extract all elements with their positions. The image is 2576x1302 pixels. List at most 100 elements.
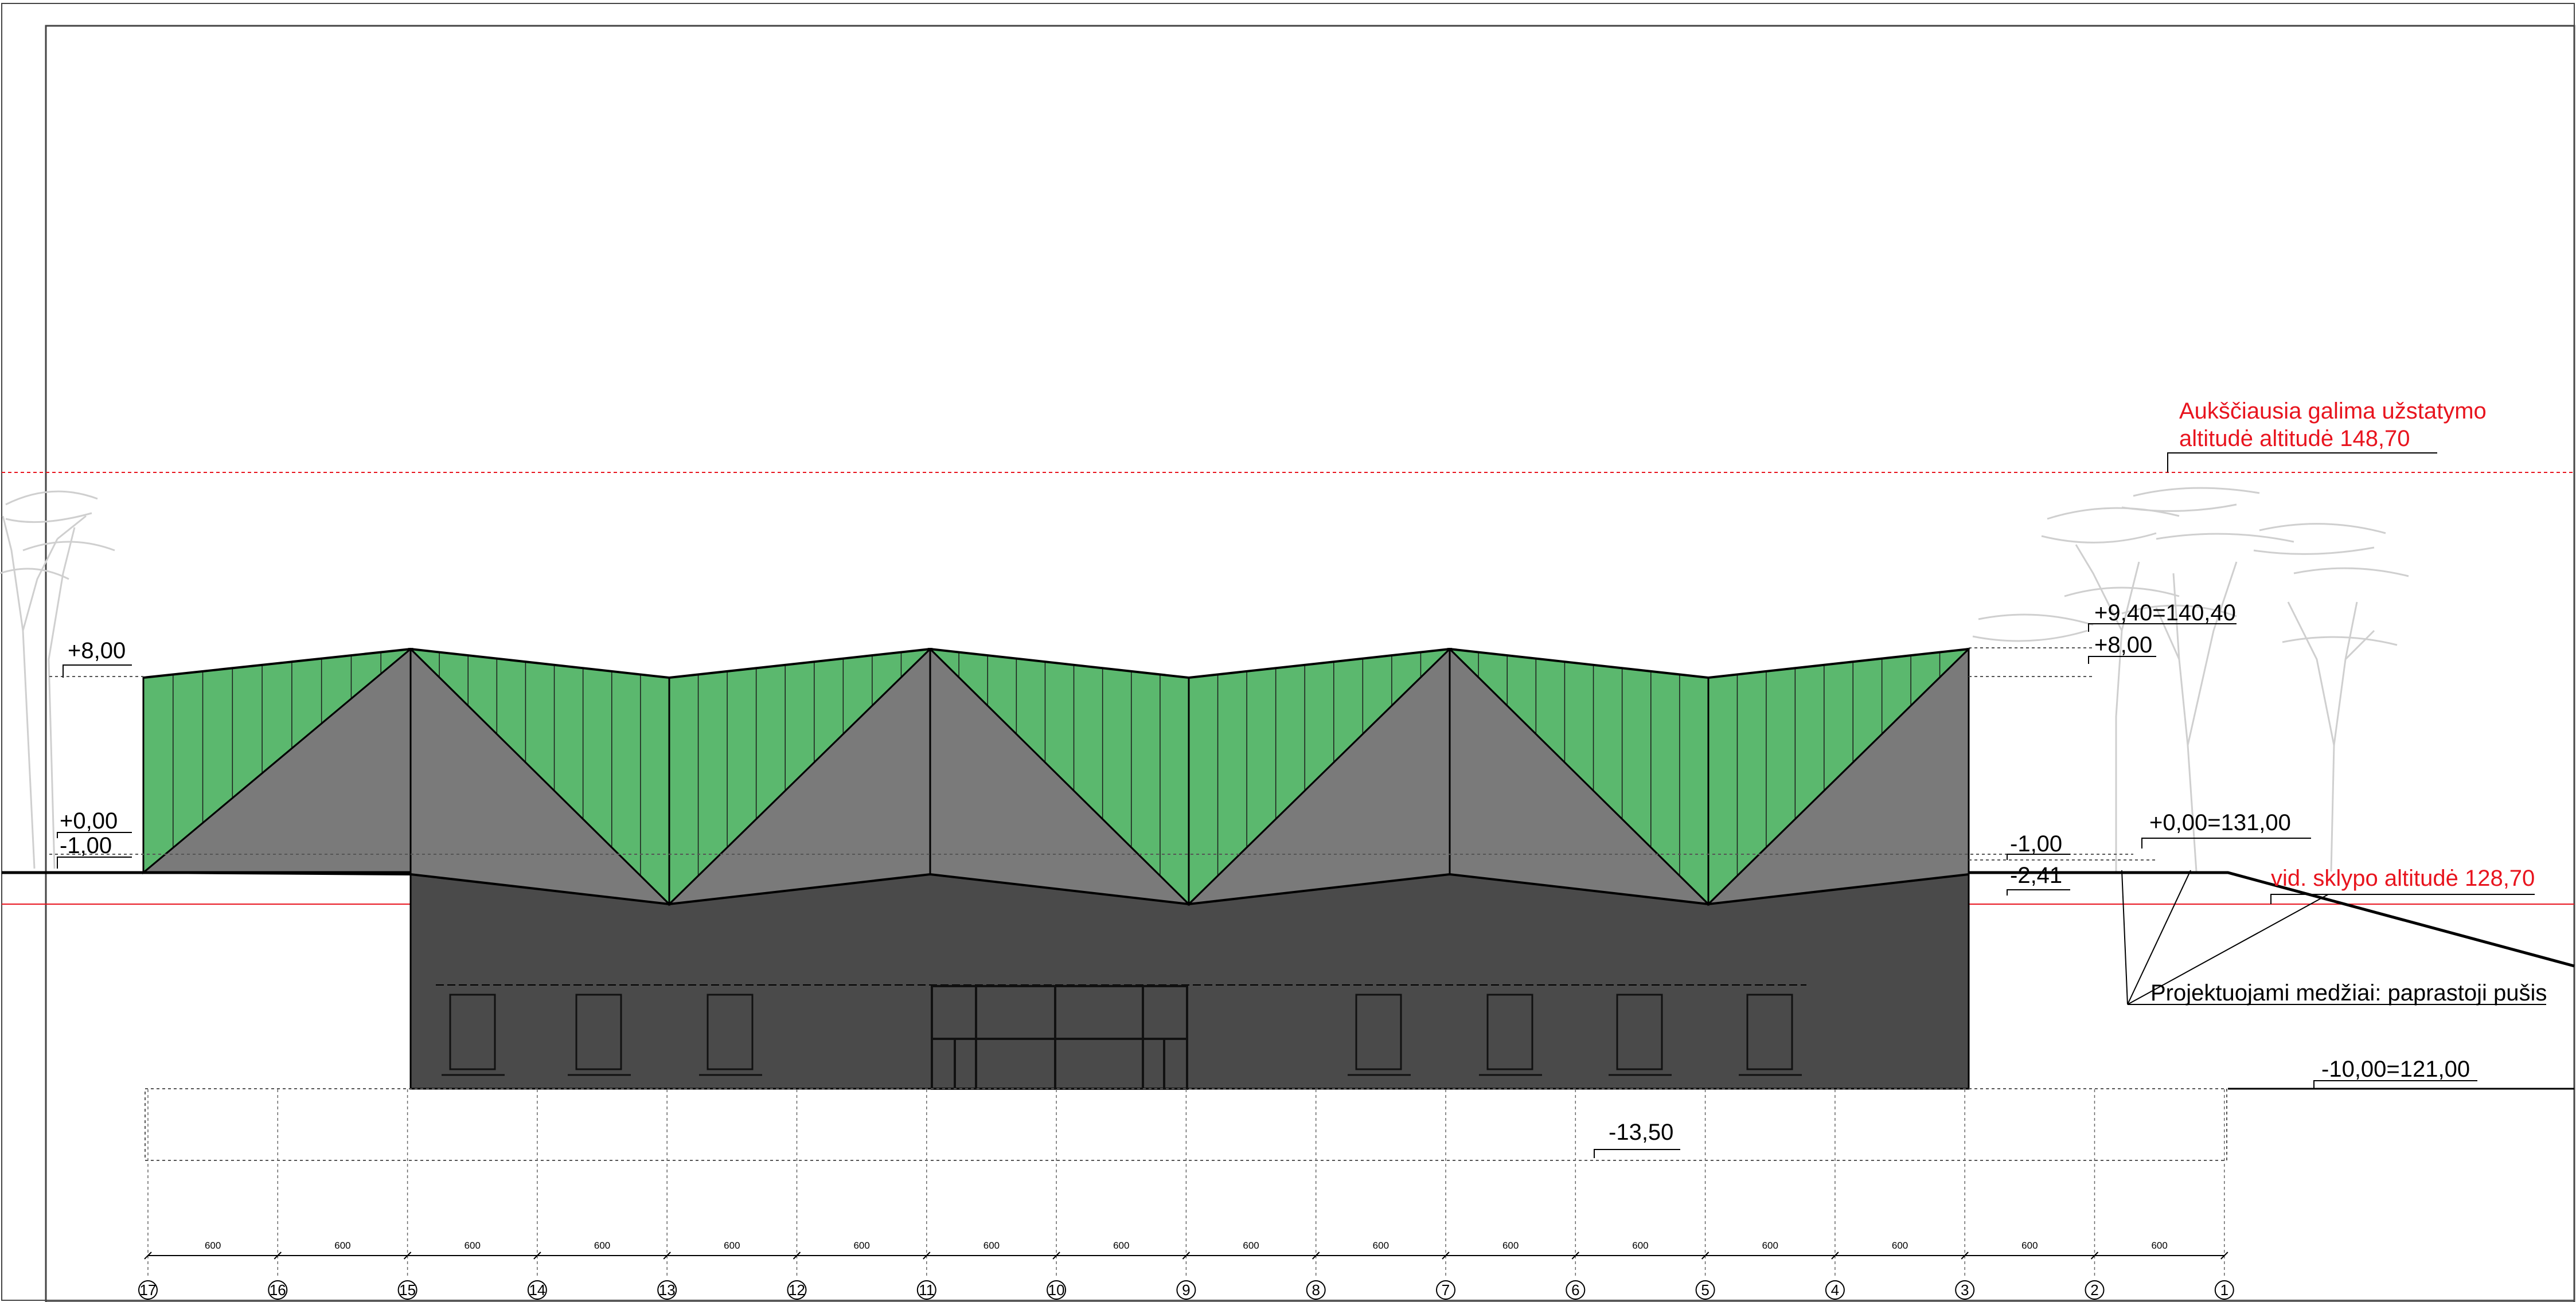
axis-bubble — [1436, 1280, 1455, 1300]
window — [1746, 994, 1793, 1070]
level-foundation: -13,50 — [1609, 1120, 1673, 1145]
dimension-label: 600 — [1632, 1240, 1648, 1251]
max-altitude-note-line1: Aukščiausia galima užstatymo — [2179, 398, 2487, 424]
window — [1616, 994, 1663, 1070]
roof-diagonal — [1188, 648, 1451, 905]
dimension-tick — [144, 1252, 152, 1260]
dimension-tick — [663, 1252, 671, 1260]
dimension-tick — [1571, 1252, 1580, 1260]
axis-label: 4 — [1831, 1281, 1839, 1299]
axis-label: 10 — [1048, 1281, 1065, 1299]
axis-label: 16 — [270, 1281, 286, 1299]
axis-bubble — [138, 1280, 158, 1300]
max-altitude-note-line2: altitudė altitudė 148,70 — [2179, 426, 2410, 451]
level-right-minus241: -2,41 — [2010, 863, 2062, 888]
dimension-tick — [274, 1252, 282, 1260]
axis-label: 3 — [1961, 1281, 1969, 1299]
dimension-label: 600 — [1502, 1240, 1519, 1251]
dimension-tick — [1442, 1252, 1450, 1260]
axis-bubble — [397, 1280, 417, 1300]
roof-ridge-outline — [143, 647, 1969, 679]
axis-label: 8 — [1312, 1281, 1320, 1299]
axis-label: 2 — [2090, 1281, 2098, 1299]
background-trees — [0, 487, 2409, 872]
level-right-minus1: -1,00 — [2010, 831, 2062, 857]
window — [1486, 994, 1533, 1070]
dimension-tick — [1831, 1252, 1839, 1260]
roof-diagonal — [409, 648, 670, 905]
avg-plot-altitude-note: vid. sklypo altitudė 128,70 — [2271, 866, 2535, 891]
dimension-label: 600 — [1892, 1240, 1908, 1251]
axis-label: 12 — [789, 1281, 805, 1299]
tree-right-1 — [1972, 507, 2180, 871]
facade-bottom-outline — [143, 871, 1969, 906]
tree-right-3 — [2253, 523, 2409, 872]
axis-bubble — [916, 1280, 936, 1300]
axis-label: 11 — [919, 1281, 934, 1299]
axis-bubble — [657, 1280, 677, 1300]
dimension-tick — [2090, 1252, 2099, 1260]
axis-label: 1 — [2220, 1281, 2228, 1299]
dimension-tick — [1052, 1252, 1060, 1260]
axis-bubble — [1176, 1280, 1196, 1300]
ground-line-right — [1969, 871, 2575, 968]
roof-diagonal — [143, 648, 411, 874]
dimension-label: 600 — [205, 1240, 221, 1251]
basement-windows — [442, 994, 1802, 1076]
axis-bubble — [1306, 1280, 1326, 1300]
dimension-label: 600 — [724, 1240, 740, 1251]
axis-label: 13 — [659, 1281, 676, 1299]
level-leaders — [57, 452, 2535, 1158]
dimension-labels: 600 600 600 600 600 600 600 600 600 600 600 600 600 6… — [205, 1240, 2168, 1251]
axis-label: 9 — [1182, 1281, 1190, 1299]
level-left-zero: +0,00 — [60, 808, 118, 834]
dimension-tick — [1182, 1252, 1191, 1260]
dimension-label: 600 — [465, 1240, 481, 1251]
axis-label: 15 — [399, 1281, 416, 1299]
dimension-label: 600 — [853, 1240, 869, 1251]
dimension-tick — [923, 1252, 931, 1260]
roof-diagonal — [929, 648, 1190, 905]
dimension-label: 600 — [1113, 1240, 1129, 1251]
axis-label: 17 — [140, 1281, 157, 1299]
axis-gridlines — [147, 1089, 2225, 1278]
tree-note-leaders — [2121, 870, 2546, 1005]
level-right-peak: +9,40=140,40 — [2094, 600, 2236, 625]
dimension-tick — [793, 1252, 801, 1260]
axis-bubble — [1566, 1280, 1586, 1300]
tree-right-2 — [2121, 487, 2294, 872]
axis-label: 6 — [1571, 1281, 1579, 1299]
level-right-minus10: -10,00=121,00 — [2321, 1057, 2470, 1082]
axis-label: 14 — [529, 1281, 545, 1299]
tree-left — [0, 490, 115, 869]
dimension-label: 600 — [594, 1240, 610, 1251]
window — [449, 994, 496, 1070]
level-right-roof: +8,00 — [2094, 632, 2152, 658]
axis-bubble — [1825, 1280, 1845, 1300]
axis-bubble — [1047, 1280, 1067, 1300]
dimension-tick — [1312, 1252, 1320, 1260]
window — [1355, 994, 1402, 1070]
level-left-roof: +8,00 — [68, 638, 126, 663]
dimension-tick — [1701, 1252, 1709, 1260]
dimension-tick — [1961, 1252, 1969, 1260]
roof-diagonal — [1707, 648, 1970, 905]
dimension-label: 600 — [983, 1240, 1000, 1251]
trees-note: Projektuojami medžiai: paprastoji pušis — [2150, 980, 2547, 1006]
axis-bubble — [2085, 1280, 2105, 1300]
basement-volume — [409, 873, 1970, 1090]
dimension-label: 600 — [1243, 1240, 1259, 1251]
dimension-tick — [2220, 1252, 2228, 1260]
level-left-minus1: -1,00 — [60, 833, 112, 858]
dimension-label: 600 — [2021, 1240, 2038, 1251]
dimension-label: 600 — [2151, 1240, 2167, 1251]
dimension-label: 600 — [334, 1240, 350, 1251]
dimension-label: 600 — [1762, 1240, 1778, 1251]
dimension-label: 600 — [1373, 1240, 1389, 1251]
roof-diagonal — [668, 648, 931, 905]
dimension-tick — [403, 1252, 412, 1260]
dimension-ticks — [144, 1252, 2228, 1260]
level-right-zero: +0,00=131,00 — [2149, 810, 2291, 835]
